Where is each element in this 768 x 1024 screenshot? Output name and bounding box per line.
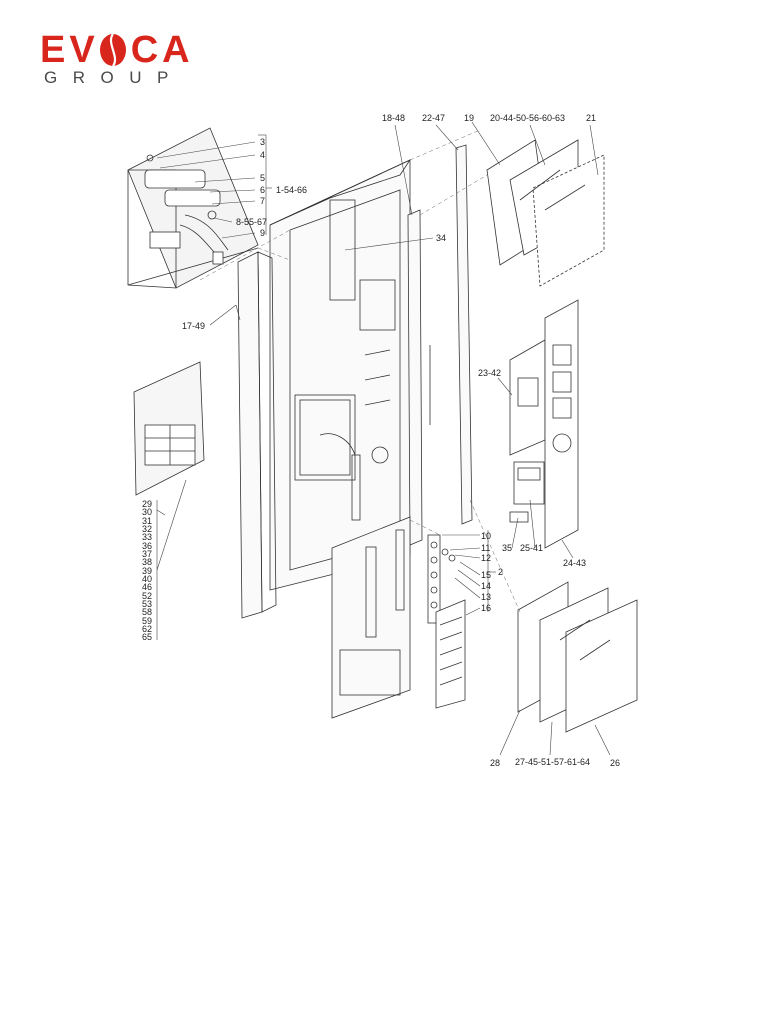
callout-list-item: 39	[142, 566, 152, 576]
label-sheet-bag	[133, 361, 205, 496]
callout-list-item: 31	[142, 516, 152, 526]
callout-list-item: 38	[142, 557, 152, 567]
callout-list-item: 62	[142, 624, 152, 634]
brand-letter-e: E	[40, 28, 66, 71]
callout-5: 5	[260, 173, 265, 183]
callout-23-42: 23-42	[478, 368, 501, 378]
button-strip	[427, 534, 456, 624]
callout-list-item: 40	[142, 574, 152, 584]
callout-list-item: 36	[142, 541, 152, 551]
callout-list-item: 58	[142, 607, 152, 617]
callout-11: 11	[481, 543, 490, 553]
callout-list-item: 59	[142, 616, 152, 626]
selection-panel	[435, 599, 466, 709]
guide-lines	[199, 129, 521, 613]
callout-list-item: 53	[142, 599, 152, 609]
callout-15: 15	[481, 570, 491, 580]
brand-wordmark: E V C A	[40, 28, 190, 71]
callout-12: 12	[481, 553, 491, 563]
callout-27-45-51-57-61-64: 27-45-51-57-61-64	[515, 757, 590, 767]
brand-letter-a: A	[162, 28, 190, 71]
callout-4: 4	[260, 150, 265, 160]
callout-17-49: 17-49	[182, 321, 205, 331]
callout-list-item: 46	[142, 582, 152, 592]
callout-34: 34	[436, 233, 446, 243]
callout-list-item: 30	[142, 507, 152, 517]
callout-list-item: 29	[142, 499, 152, 509]
callout-16: 16	[481, 603, 491, 613]
callout-list-item: 65	[142, 632, 152, 642]
callout-labels: 3 4 5 6 1-54-66 7 8-55-67 9 17-49 18-48 …	[182, 113, 620, 768]
brand-subtitle: GROUP	[44, 68, 184, 87]
callout-3: 3	[260, 137, 265, 147]
callout-24-43: 24-43	[563, 558, 586, 568]
right-side-strip	[407, 209, 423, 546]
callout-list-item: 32	[142, 524, 152, 534]
brand-letter-c: C	[130, 28, 159, 71]
label-panel	[509, 339, 546, 456]
callout-19: 19	[464, 113, 474, 123]
callout-6: 6	[260, 185, 265, 195]
callout-14: 14	[481, 581, 491, 591]
callout-8-55-67: 8-55-67	[236, 217, 267, 227]
callout-28: 28	[490, 758, 500, 768]
callout-1-54-66: 1-54-66	[276, 185, 307, 195]
glass-panels-lower	[517, 581, 638, 733]
callout-2: 2	[498, 567, 503, 577]
coffee-bean-icon	[99, 33, 126, 67]
callout-26: 26	[610, 758, 620, 768]
callout-35: 35	[502, 543, 512, 553]
coffee-bean-letter-o	[98, 31, 128, 69]
callout-list-item: 33	[142, 532, 152, 542]
display-module	[509, 461, 545, 523]
left-column-callouts: 29 30 31 32 33 36 37 38 39 40 46 52 53 5…	[142, 499, 152, 642]
evoca-group-logo: E V C A GROUP	[40, 28, 210, 90]
callout-21: 21	[586, 113, 596, 123]
callout-9: 9	[260, 228, 265, 238]
left-side-panel	[237, 251, 277, 619]
callout-7: 7	[260, 196, 265, 206]
brand-letter-v: V	[69, 28, 95, 71]
callout-25-41: 25-41	[520, 543, 543, 553]
callout-20-44-50-56-60-63: 20-44-50-56-60-63	[490, 113, 565, 123]
callout-list-item: 52	[142, 591, 152, 601]
callout-10: 10	[481, 531, 491, 541]
callout-22-47: 22-47	[422, 113, 445, 123]
front-panel	[544, 299, 579, 549]
glass-panels-upper	[486, 139, 605, 287]
callout-13: 13	[481, 592, 491, 602]
leader-lines	[156, 121, 611, 756]
cabinet-frame	[269, 159, 412, 591]
lower-door	[331, 516, 411, 719]
callout-list-item: 37	[142, 549, 152, 559]
door-frame-strip	[429, 144, 473, 525]
callout-18-48: 18-48	[382, 113, 405, 123]
